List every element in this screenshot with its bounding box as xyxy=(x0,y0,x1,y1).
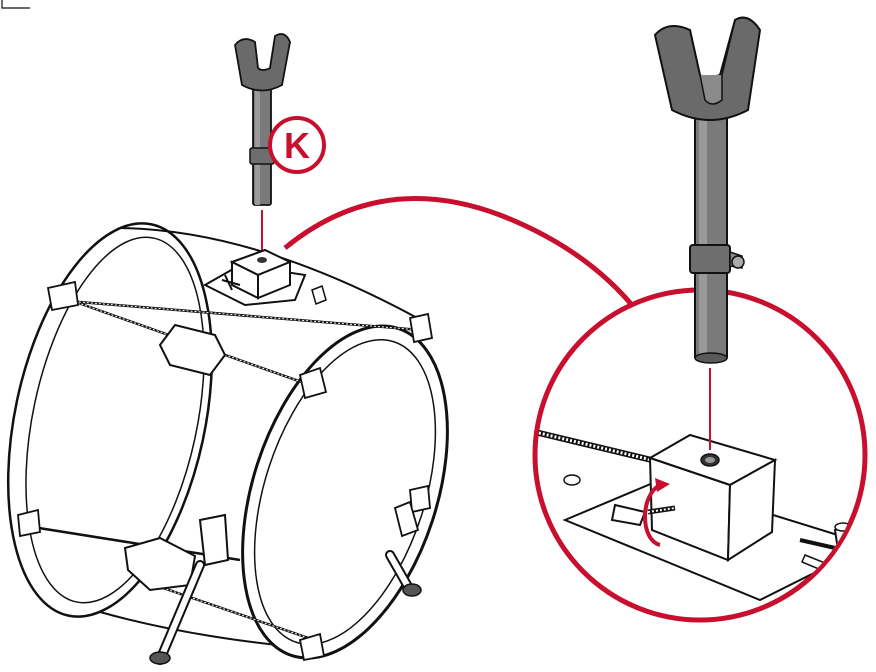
zoom-detail-circle xyxy=(532,287,868,623)
part-label-k: K xyxy=(268,116,326,174)
part-label-text: K xyxy=(284,125,310,166)
bass-drum-shell xyxy=(6,222,449,665)
holder-rod-large xyxy=(653,16,762,364)
callout-connector-arc xyxy=(283,196,642,317)
corner-mark xyxy=(1,0,30,9)
